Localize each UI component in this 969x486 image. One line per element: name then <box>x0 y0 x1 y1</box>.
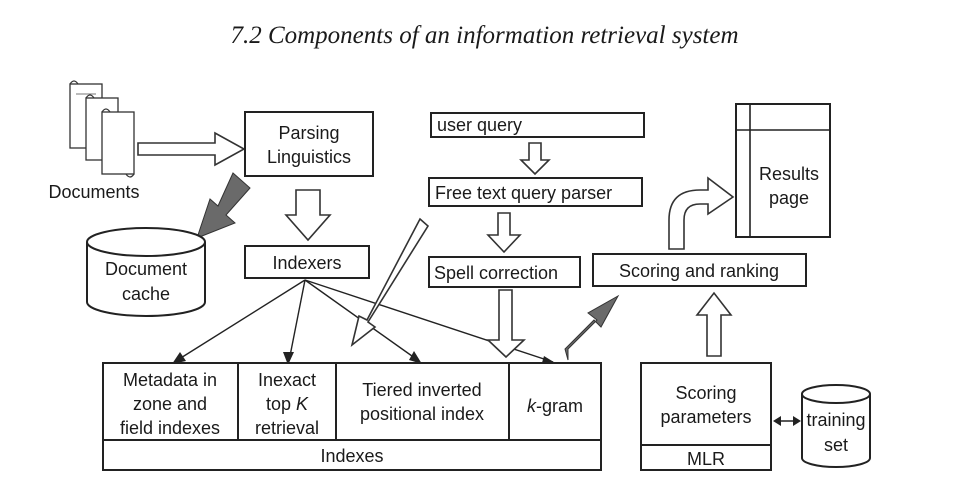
kgram-label: k-gram <box>527 396 583 416</box>
tiered-label-1: Tiered inverted <box>362 380 481 400</box>
indexers-label: Indexers <box>272 253 341 273</box>
parser-to-spell-arrow <box>486 212 522 254</box>
parsing-label: Parsing <box>278 123 339 143</box>
results-label-1: Results <box>759 164 819 184</box>
spell-correction-box <box>428 256 581 288</box>
indexers-box <box>244 245 370 279</box>
scoring-params-label-2: parameters <box>660 407 751 427</box>
indexes-label: Indexes <box>320 446 383 466</box>
document-cache-cylinder <box>86 227 206 317</box>
scoring-params-label-1: Scoring <box>675 383 736 403</box>
free-text-parser-label: Free text query parser <box>435 183 612 203</box>
inexact-label-1: Inexact <box>258 370 316 390</box>
params-training-link <box>773 416 801 426</box>
query-to-parser-arrow <box>519 142 551 176</box>
free-text-parser-box <box>428 177 643 207</box>
documents-icon <box>69 80 135 178</box>
inexact-label-2: top K <box>266 394 309 414</box>
tiered-label-2: positional index <box>360 404 484 424</box>
linguistics-label: Linguistics <box>267 147 351 167</box>
metadata-label-3: field indexes <box>120 418 220 438</box>
parsing-to-indexers-arrow <box>284 189 332 242</box>
results-page-icon <box>735 103 831 238</box>
docs-to-parsing-arrow <box>137 131 246 167</box>
params-to-scoring-arrow <box>695 291 733 357</box>
indexes-to-scoring-arrow <box>564 294 620 361</box>
documents-label: Documents <box>48 182 139 202</box>
indexer-fanout-arrows <box>172 279 557 366</box>
figure-title: 7.2 Components of an information retriev… <box>230 22 739 49</box>
training-set-cylinder <box>801 384 871 468</box>
indexes-container <box>102 362 602 471</box>
training-label-2: set <box>824 435 848 455</box>
metadata-label-2: zone and <box>133 394 207 414</box>
user-query-label: user query <box>437 115 522 135</box>
parsing-to-cache-arrow <box>196 172 251 239</box>
training-label-1: training <box>806 410 865 430</box>
document-cache-label-1: Document <box>105 259 187 279</box>
query-to-indexes-arrow <box>350 217 430 348</box>
inexact-label-3: retrieval <box>255 418 319 438</box>
document-cache-label-2: cache <box>122 284 170 304</box>
parsing-linguistics-box <box>244 111 374 177</box>
metadata-label-1: Metadata in <box>123 370 217 390</box>
scoring-parameters-container <box>640 362 772 471</box>
spell-correction-label: Spell correction <box>434 263 558 283</box>
spell-to-kgram-arrow <box>485 289 527 359</box>
mlr-label: MLR <box>687 449 725 469</box>
scoring-to-results-arrow <box>668 176 735 250</box>
scoring-ranking-box <box>592 253 807 287</box>
results-label-2: page <box>769 188 809 208</box>
user-query-box <box>430 112 645 138</box>
scoring-ranking-label: Scoring and ranking <box>619 261 779 281</box>
